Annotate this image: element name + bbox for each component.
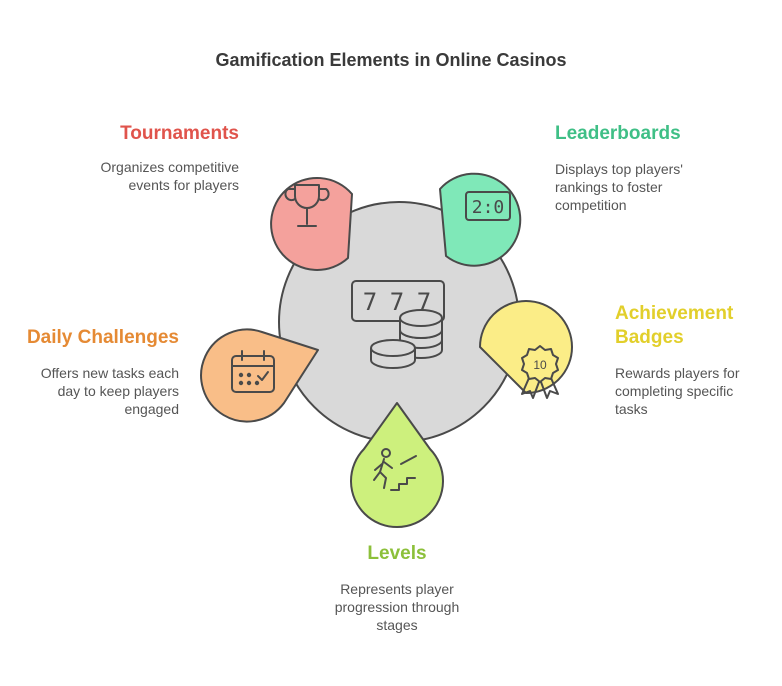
badge-icon: 10	[521, 345, 559, 399]
slot-machine-icon: 7 7 7	[351, 280, 445, 322]
description-line: Offers new tasks each	[40, 365, 179, 381]
description-line: stages	[376, 617, 418, 633]
description-line: Organizes competitive	[100, 159, 239, 175]
description-line: Rewards players for	[615, 365, 740, 381]
description-line: completing specific	[615, 383, 734, 399]
daily-challenges-heading: Daily Challenges	[26, 327, 179, 348]
description-line: rankings to foster	[555, 179, 663, 195]
description-line: tasks	[615, 401, 648, 417]
levels-description: Represents player progression through st…	[297, 580, 497, 634]
description-line: day to keep players	[57, 383, 179, 399]
description-line: events for players	[128, 177, 240, 193]
leaderboards-heading: Leaderboards	[555, 123, 681, 144]
diagram-title: Gamification Elements in Online Casinos	[215, 50, 567, 70]
daily-challenges-description: Offers new tasks each day to keep player…	[10, 364, 179, 418]
daily-challenges-bubble	[200, 328, 319, 423]
tournaments-bubble	[270, 176, 353, 271]
stairs-climber-icon	[373, 448, 417, 491]
calendar-icon	[231, 350, 275, 393]
levels-bubble	[350, 402, 444, 528]
description-line: progression through	[334, 599, 460, 615]
description-line: competition	[555, 197, 627, 213]
description-line: Represents player	[340, 581, 454, 597]
achievement-badges-heading: Achievement Badges	[615, 302, 775, 350]
trophy-icon	[284, 184, 330, 227]
heading-line: Badges	[615, 327, 684, 348]
heading-line: Achievement	[615, 303, 734, 324]
tournaments-heading: Tournaments	[120, 123, 239, 144]
scoreboard-text: 2:0	[472, 197, 505, 218]
leaderboards-description: Displays top players' rankings to foster…	[555, 160, 755, 214]
scoreboard-icon: 2:0	[465, 191, 511, 221]
badge-text: 10	[533, 358, 547, 372]
casino-chips-icon	[370, 309, 443, 369]
levels-heading: Levels	[367, 543, 427, 564]
slot-digit-1: 7	[363, 288, 377, 316]
slot-digit-3: 7	[417, 288, 431, 316]
description-line: engaged	[124, 401, 179, 417]
tournaments-description: Organizes competitive events for players	[60, 158, 239, 194]
achievement-badges-description: Rewards players for completing specific …	[615, 364, 775, 418]
slot-digit-2: 7	[390, 288, 404, 316]
description-line: Displays top players'	[555, 161, 683, 177]
